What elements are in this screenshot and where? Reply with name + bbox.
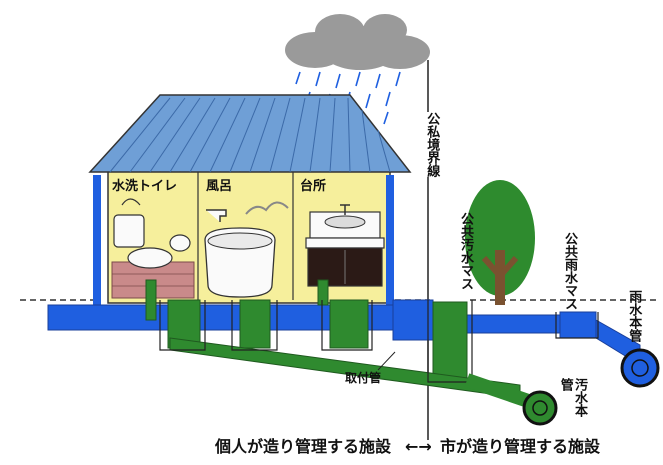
room-label-bath: 風呂: [206, 179, 232, 194]
rain-downpipes: [93, 175, 394, 315]
sewage-basin-outlines: [159, 300, 599, 383]
kitchen-sink-fixture: [305, 204, 385, 287]
footer-arrow: ←→: [405, 437, 432, 456]
connection-pipe-label: 取付管: [345, 370, 381, 385]
footer-public-side: 市が造り管理する施設: [440, 437, 601, 456]
room-label-kitchen: 台所: [300, 178, 326, 194]
tree-icon: [465, 180, 535, 305]
sewage-main-pipe-label: 汚水本管: [557, 378, 587, 417]
public-sewage-basin-label: 公共汚水マス: [458, 212, 473, 290]
footer-private-side: 個人が造り管理する施設: [214, 437, 392, 456]
room-label-toilet: 水洗トイレ: [112, 178, 177, 194]
bathtub-fixture: [204, 201, 289, 298]
roof: [88, 94, 412, 173]
public-rain-basin-label: 公共雨水マス: [562, 232, 577, 310]
rain-main-pipe-label: 雨水本管: [626, 290, 642, 342]
cloud-icon: [285, 14, 430, 70]
boundary-line-label: 公私境界線: [424, 112, 440, 177]
